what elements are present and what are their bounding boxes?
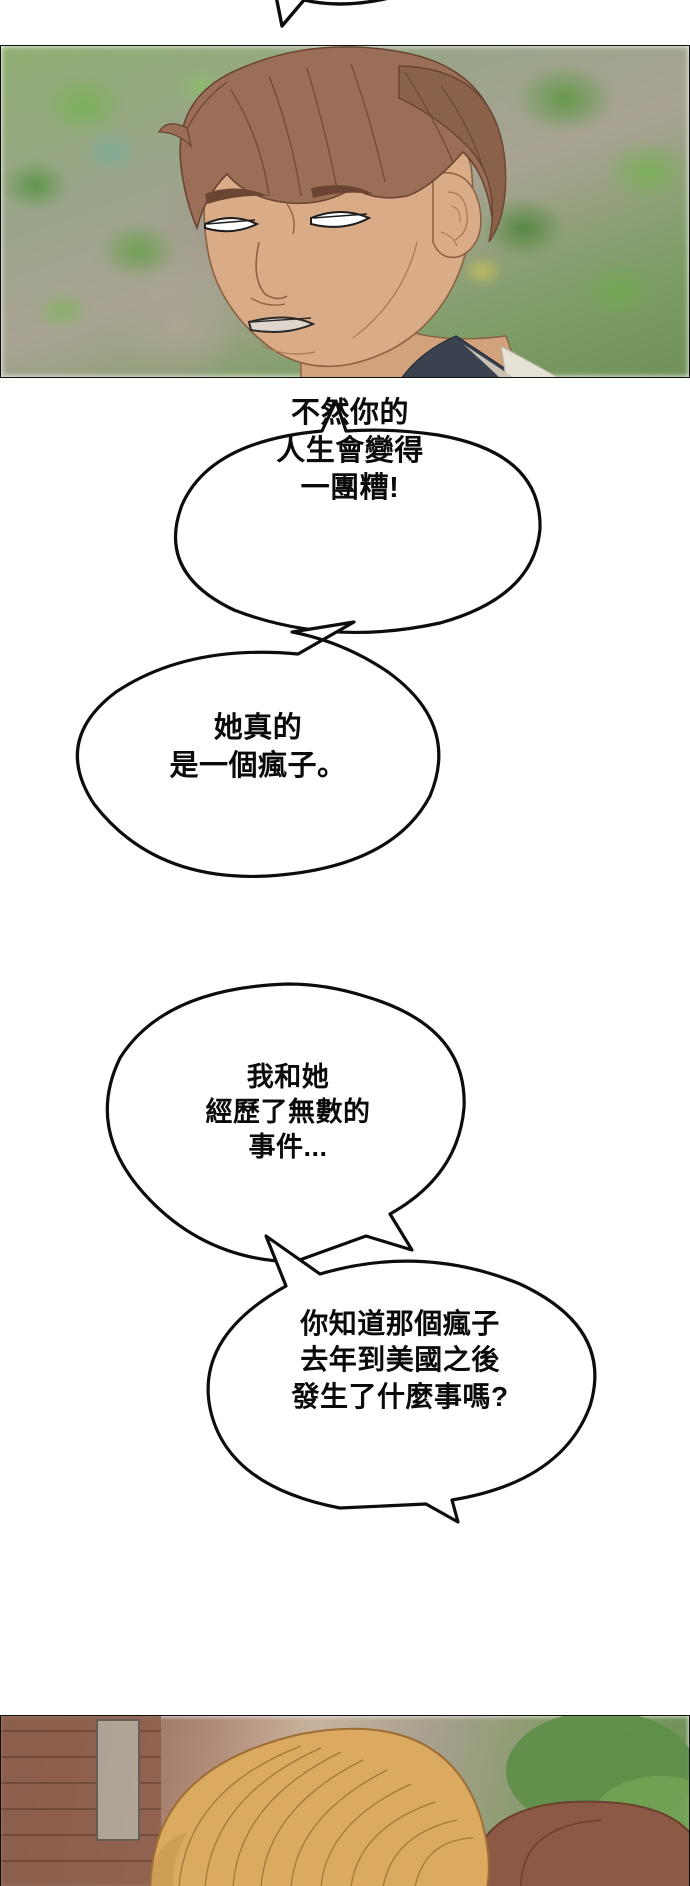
- comic-panel-top: [0, 45, 690, 378]
- character-blonde-illustration: [1, 1716, 689, 1886]
- speech-bubble-1-text: 不然你的 人生會變得 一團糟!: [276, 397, 424, 505]
- speech-bubble-1: [173, 399, 542, 635]
- speech-bubble-3-text: 我和她 經歷了無數的 事件...: [205, 1062, 371, 1163]
- character-man-illustration: [157, 46, 559, 377]
- speech-bubble-2: [75, 620, 441, 879]
- speech-bubble-4: [206, 1234, 597, 1524]
- speech-bubble-partial-top: [275, 0, 388, 28]
- speech-bubble-4-text: 你知道那個瘋子 去年到美國之後 發生了什麼事嗎?: [291, 1308, 509, 1412]
- comic-panel-bottom: [0, 1715, 690, 1886]
- speech-bubble-2-text: 她真的 是一個瘋子。: [169, 712, 347, 782]
